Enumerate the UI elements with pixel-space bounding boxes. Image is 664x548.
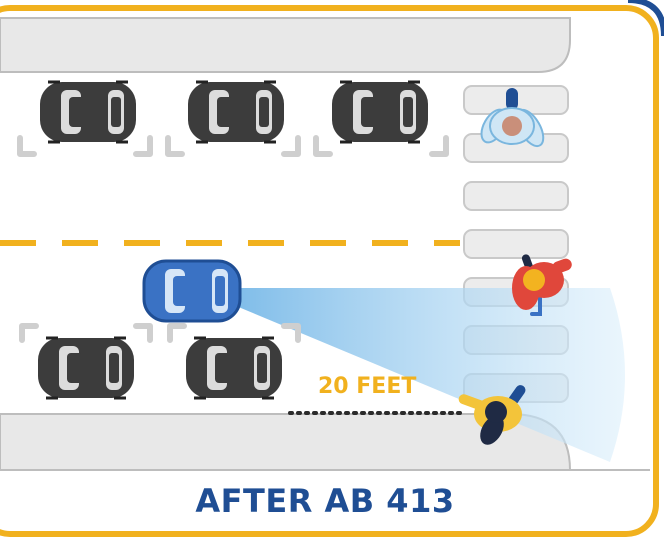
pedestrian-top: [480, 88, 545, 148]
parked-car: [184, 336, 284, 400]
parking-marker: [19, 323, 39, 343]
distance-label: 20 FEET: [318, 374, 417, 399]
pedestrian-bottom: [458, 385, 526, 445]
driver-car: [142, 259, 242, 323]
top-sidewalk: [0, 17, 571, 73]
parking-marker: [133, 323, 153, 343]
pedestrian-middle: [512, 254, 572, 316]
parked-car: [36, 336, 136, 400]
parked-car: [38, 80, 138, 144]
visibility-cone: [212, 288, 625, 462]
crosswalk-stripe: [463, 229, 569, 259]
crosswalk-stripe: [463, 181, 569, 211]
parking-marker: [281, 323, 301, 343]
parked-car: [330, 80, 430, 144]
parked-cars-bottom: [19, 323, 301, 400]
caption-title: AFTER AB 413: [195, 482, 455, 520]
parking-marker: [167, 323, 187, 343]
parked-car: [186, 80, 286, 144]
